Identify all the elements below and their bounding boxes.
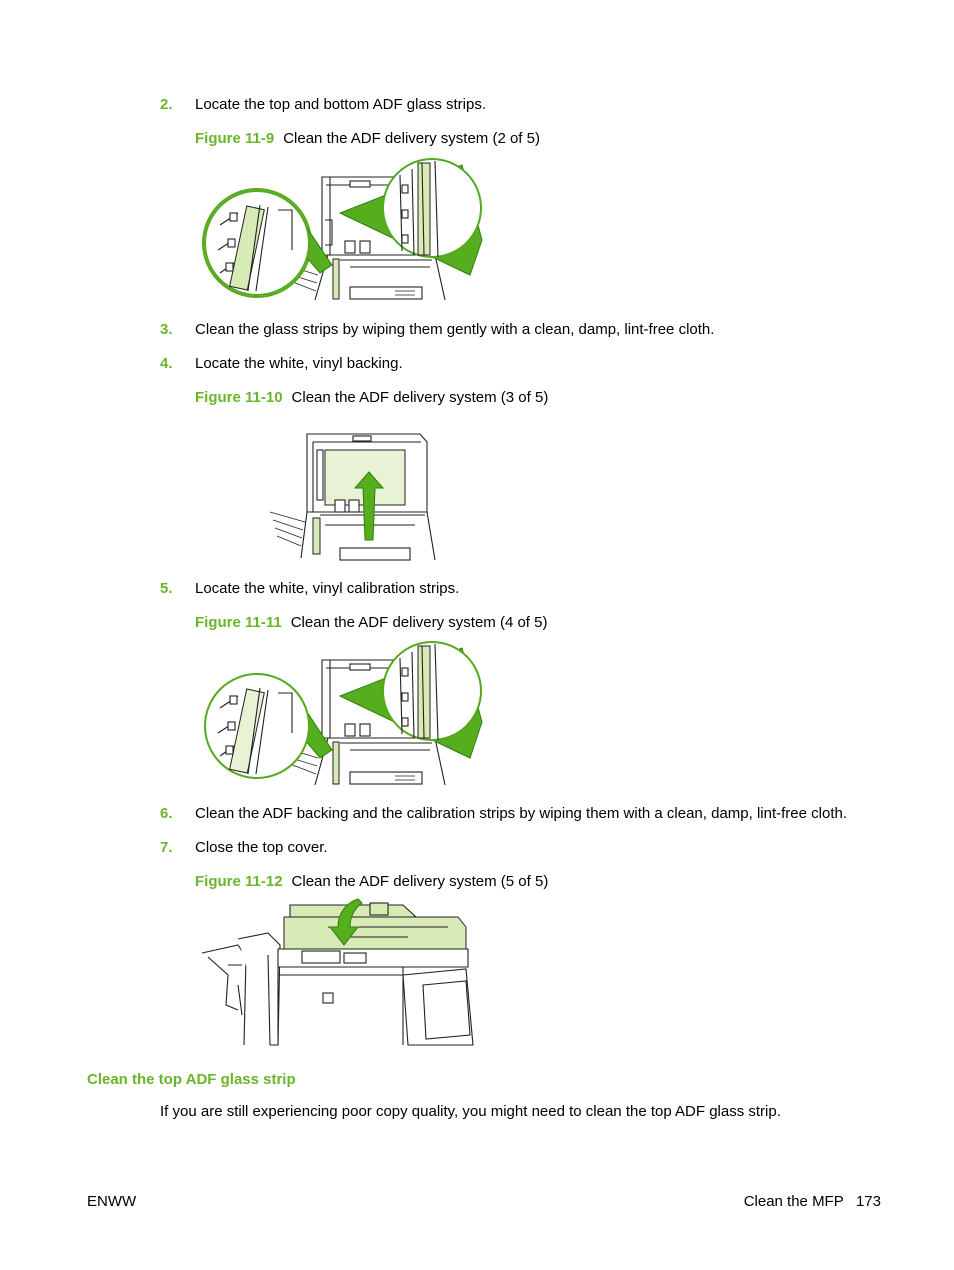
step-number: 3. <box>160 321 173 338</box>
footer-left: ENWW <box>87 1193 137 1210</box>
step-text: Locate the top and bottom ADF glass stri… <box>195 96 486 113</box>
figure-caption-text: Clean the ADF delivery system (4 of 5) <box>290 614 548 631</box>
step-number: 6. <box>160 805 173 822</box>
zoom-circle-calibration-strip-bottom <box>204 673 333 779</box>
zoom-circle-calibration-strip-top <box>382 641 482 741</box>
zoom-circle-top-strip <box>382 158 482 258</box>
printer-vinyl-backing <box>269 433 436 561</box>
printer-full-view <box>201 902 474 1046</box>
zoom-circle-bottom-strip <box>202 188 333 298</box>
body-paragraph: If you are still experiencing poor copy … <box>160 1103 781 1120</box>
arrow-up-icon <box>353 471 385 541</box>
section-heading: Clean the top ADF glass strip <box>87 1071 296 1088</box>
figure-caption-text: Clean the ADF delivery system (3 of 5) <box>291 389 549 406</box>
figure-label: Figure 11-10 <box>195 389 283 406</box>
step-number: 4. <box>160 355 173 372</box>
figure-illustration <box>202 158 483 301</box>
figure-illustration <box>201 898 474 1046</box>
step-number: 5. <box>160 580 173 597</box>
figure-caption: Figure 11-9 Clean the ADF delivery system… <box>195 130 540 147</box>
figure-caption: Figure 11-10 Clean the ADF delivery syste… <box>195 389 548 406</box>
figure-caption: Figure 11-11 Clean the ADF delivery syste… <box>195 614 547 631</box>
step-number: 2. <box>160 96 173 113</box>
figure-caption-text: Clean the ADF delivery system (5 of 5) <box>291 873 549 890</box>
step-text: Close the top cover. <box>195 839 328 856</box>
step-text: Clean the glass strips by wiping them ge… <box>195 321 715 338</box>
footer-right: Clean the MFP 173 <box>743 1193 881 1210</box>
figure-illustration <box>269 433 436 561</box>
step-text: Locate the white, vinyl calibration stri… <box>195 580 460 597</box>
step-number: 7. <box>160 839 173 856</box>
step-text: Locate the white, vinyl backing. <box>195 355 403 372</box>
arrow-down-icon <box>328 898 363 946</box>
figure-label: Figure 11-9 <box>195 130 275 147</box>
figure-label: Figure 11-12 <box>195 873 283 890</box>
figure-caption-text: Clean the ADF delivery system (2 of 5) <box>283 130 540 147</box>
figure-illustration <box>204 641 483 786</box>
step-text: Clean the ADF backing and the calibratio… <box>195 805 848 822</box>
figure-label: Figure 11-11 <box>195 614 282 631</box>
figure-caption: Figure 11-12 Clean the ADF delivery syste… <box>195 873 548 890</box>
